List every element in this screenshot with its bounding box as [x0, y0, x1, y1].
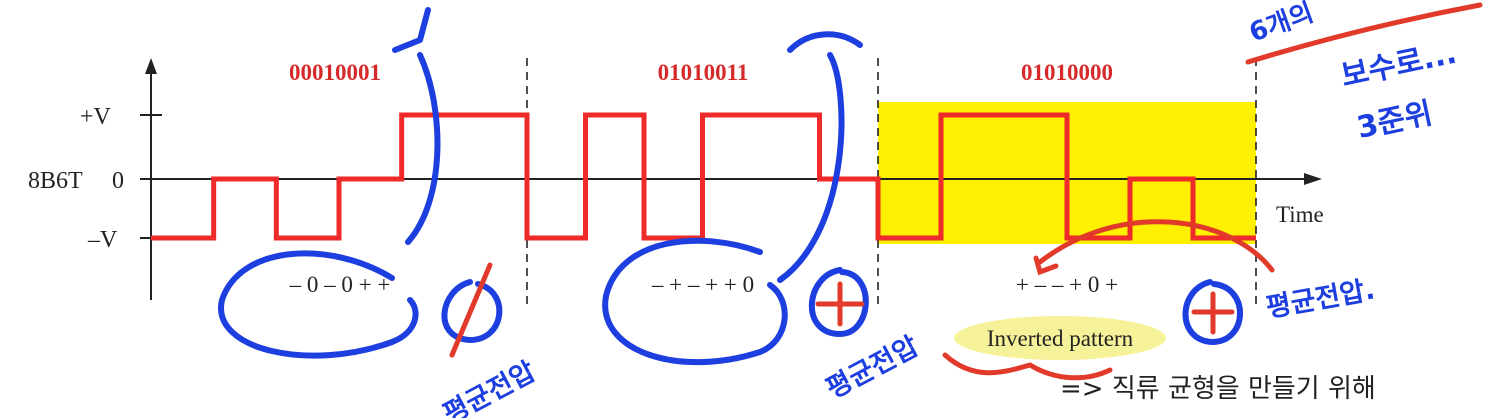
balance-label-3: 평균전압.: [1264, 274, 1377, 324]
ink-circle-2: [602, 237, 788, 366]
ink-arrow-red: [1033, 219, 1275, 276]
label-plus-v: +V: [80, 104, 112, 130]
symbols-group-3: + – – + 0 +: [1016, 272, 1118, 297]
balance-label-2: 평균전압: [821, 331, 923, 405]
ink-circle-plus-3: [1182, 279, 1243, 345]
ink-arrow-2: [777, 31, 863, 283]
label-zero: 0: [112, 168, 124, 194]
corner-note-1: 6개의: [1245, 0, 1317, 48]
ink-corner-underline: [1245, 2, 1483, 65]
symbols-group-1: – 0 – 0 + +: [289, 272, 391, 297]
ink-circle-plus-2: [808, 267, 869, 337]
balance-label-1: 평균전압: [438, 356, 540, 418]
corner-note-3: 3준위: [1354, 96, 1436, 146]
x-axis-arrow: [1304, 173, 1322, 185]
bits-group-2: 01010011: [658, 60, 749, 85]
ink-squiggle: [942, 352, 1113, 381]
signal-name: 8B6T: [28, 168, 83, 194]
ink-plus-3: [1191, 291, 1235, 335]
inverted-pattern-label: Inverted pattern: [987, 326, 1134, 351]
label-minus-v: –V: [87, 227, 118, 253]
ink-circle-plus-1: [441, 279, 503, 343]
inverted-label-highlight: [954, 316, 1166, 360]
ink-plus-2: [815, 281, 865, 327]
dc-balance-note: => 직류 균형을 만들기 위해: [1060, 374, 1376, 404]
ink-arrow-1: [392, 7, 441, 245]
ink-circle-1: [218, 250, 419, 359]
bits-group-1: 00010001: [289, 60, 381, 85]
symbols-group-2: – + – + + 0: [651, 272, 754, 297]
bits-group-3: 01010000: [1021, 60, 1113, 85]
x-axis-label: Time: [1276, 202, 1324, 227]
ink-slash-1: [449, 262, 493, 358]
corner-note-2: 보수로...: [1338, 36, 1460, 95]
y-axis-arrow: [145, 58, 157, 74]
